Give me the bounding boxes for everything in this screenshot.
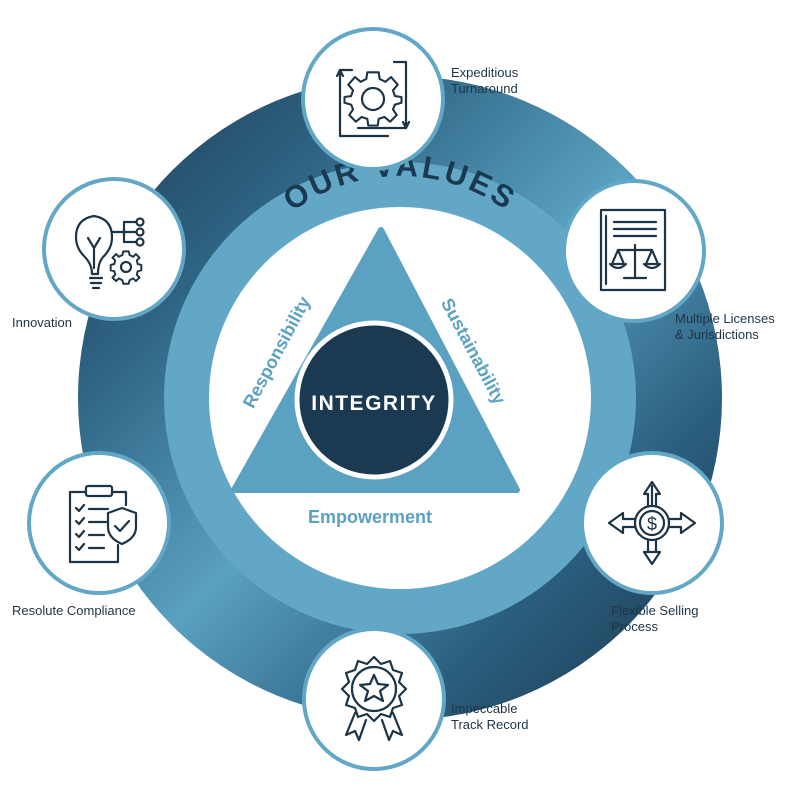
- label-selling: Flexible Selling Process: [611, 603, 698, 635]
- svg-text:$: $: [647, 514, 657, 534]
- label-innovation: Innovation: [12, 315, 72, 331]
- integrity-circle: [294, 320, 454, 480]
- label-line: Process: [611, 619, 658, 634]
- gear-cycle-icon: [335, 60, 411, 138]
- label-line: Multiple Licenses: [675, 311, 775, 326]
- label-licenses: Multiple Licenses & Jurisdictions: [675, 311, 775, 343]
- label-line: Impeccable: [451, 701, 518, 716]
- dollar-arrows-icon: $: [607, 480, 697, 566]
- label-line: Track Record: [451, 717, 529, 732]
- label-line: Flexible Selling: [611, 603, 699, 618]
- value-empowerment: Empowerment: [308, 507, 432, 527]
- label-line: Turnaround: [451, 81, 518, 96]
- label-line: & Jurisdictions: [675, 327, 759, 342]
- label-turnaround: Expeditious Turnaround: [451, 65, 518, 97]
- feature-turnaround: [301, 27, 445, 171]
- award-star-icon: [340, 655, 408, 742]
- feature-licenses: [562, 179, 706, 323]
- label-line: Expeditious: [451, 65, 519, 80]
- lightbulb-gear-icon: [74, 214, 145, 290]
- feature-selling: $: [580, 451, 724, 595]
- label-track-record: Impeccable Track Record: [451, 701, 529, 733]
- clipboard-shield-icon: [68, 484, 138, 564]
- label-compliance: Resolute Compliance: [12, 603, 136, 619]
- label-line: Resolute Compliance: [12, 603, 136, 618]
- feature-track-record: [302, 627, 446, 771]
- integrity-label: INTEGRITY: [311, 392, 437, 415]
- license-scales-icon: [599, 208, 667, 292]
- feature-compliance: [27, 451, 171, 595]
- label-line: Innovation: [12, 315, 72, 330]
- feature-innovation: [42, 177, 186, 321]
